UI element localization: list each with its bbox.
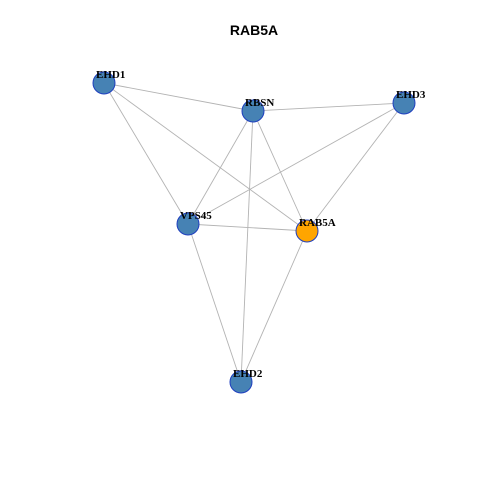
- edge-vps45-rab5a: [187, 223, 308, 232]
- node-label-ehd3: EHD3: [396, 89, 426, 101]
- node-label-ehd2: EHD2: [233, 368, 263, 380]
- node-circle-ehd3: [392, 91, 416, 115]
- node-circle-vps45: [176, 212, 200, 236]
- node-circle-ehd2: [229, 370, 253, 394]
- edge-ehd1-rab5a: [103, 82, 308, 232]
- node-label-rbsn: RBSN: [245, 97, 274, 109]
- node-circle-rbsn: [241, 99, 265, 123]
- node-circle-rab5a: [295, 219, 319, 243]
- node-ehd2: EHD2: [229, 368, 263, 394]
- node-circle-ehd1: [92, 71, 116, 95]
- edge-vps45-ehd2: [187, 223, 242, 383]
- edge-rbsn-rab5a: [252, 110, 308, 232]
- node-rbsn: RBSN: [241, 97, 274, 123]
- edges-layer: [103, 82, 405, 383]
- node-vps45: VPS45: [176, 210, 212, 236]
- edge-ehd1-vps45: [103, 82, 189, 225]
- edge-ehd3-rab5a: [306, 102, 405, 232]
- edge-ehd3-vps45: [187, 102, 405, 225]
- edge-rbsn-vps45: [187, 110, 254, 225]
- node-rab5a: RAB5A: [295, 217, 336, 243]
- edge-rbsn-ehd3: [252, 102, 405, 112]
- edge-rbsn-ehd2: [240, 110, 254, 383]
- node-label-ehd1: EHD1: [96, 69, 125, 81]
- node-label-vps45: VPS45: [180, 210, 212, 222]
- graph-title: RAB5A: [230, 22, 278, 38]
- edge-ehd1-rbsn: [103, 82, 254, 112]
- node-ehd3: EHD3: [392, 89, 426, 115]
- edge-rab5a-ehd2: [240, 230, 308, 383]
- node-label-rab5a: RAB5A: [299, 217, 336, 229]
- node-ehd1: EHD1: [92, 69, 125, 95]
